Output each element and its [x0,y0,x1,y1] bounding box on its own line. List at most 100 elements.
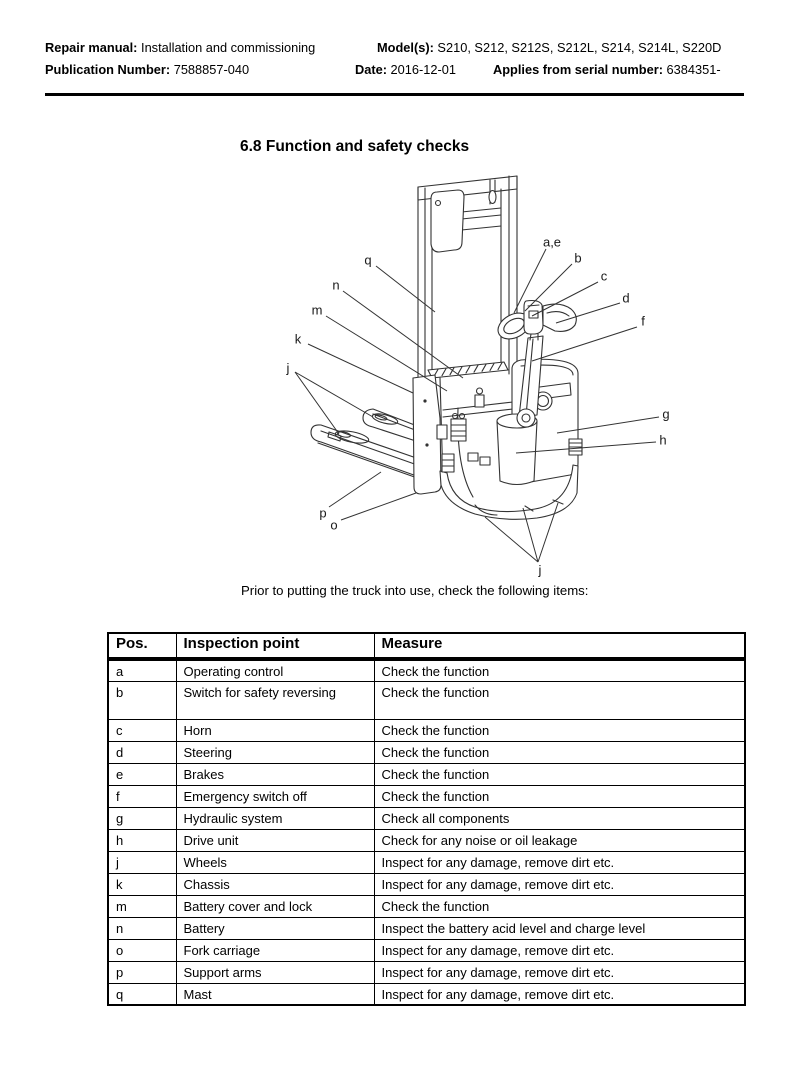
figure-label-o-13: o [330,517,338,533]
cell-point-d: Steering [175,740,375,764]
cell-point-n: Battery [175,916,375,940]
cell-measure-a: Check the function [373,658,746,682]
table-header-pos: Pos. [107,632,177,661]
header-models: Model(s): S210, S212, S212S, S212L, S214… [377,40,721,55]
cell-measure-m: Check the function [373,894,746,918]
cell-point-b: Switch for safety reversing [175,680,375,720]
cell-pos-j: j [107,850,177,874]
leader-lines [294,248,660,563]
models-value: S210, S212, S212S, S212L, S214, S214L, S… [433,40,722,55]
cell-point-q: Mast [175,982,375,1006]
cell-pos-n: n [107,916,177,940]
cell-point-g: Hydraulic system [175,806,375,830]
figure-label-q-7: q [364,252,372,268]
cell-pos-e: e [107,762,177,786]
cell-measure-b: Check the function [373,680,746,720]
cell-pos-p: p [107,960,177,984]
date-value: 2016-12-01 [387,62,457,77]
cell-measure-f: Check the function [373,784,746,808]
cell-point-k: Chassis [175,872,375,896]
figure-label-h-6: h [659,432,667,448]
figure-label-g-5: g [662,406,670,422]
header-serial: Applies from serial number: 6384351- [493,62,721,77]
cell-pos-a: a [107,658,177,682]
serial-value: 6384351- [662,62,721,77]
header-divider [45,93,744,96]
header-repair-manual: Repair manual: Installation and commissi… [45,40,315,55]
date-label: Date: [355,62,387,77]
cell-point-h: Drive unit [175,828,375,852]
header-date: Date: 2016-12-01 [355,62,456,77]
cell-measure-q: Inspect for any damage, remove dirt etc. [373,982,746,1006]
cell-point-c: Horn [175,718,375,742]
cell-measure-n: Inspect the battery acid level and charg… [373,916,746,940]
cell-measure-o: Inspect for any damage, remove dirt etc. [373,938,746,962]
figure-label-j-14: j [538,562,542,578]
serial-label: Applies from serial number: [493,62,663,77]
models-label: Model(s): [377,40,434,55]
cell-pos-h: h [107,828,177,852]
cell-measure-k: Inspect for any damage, remove dirt etc. [373,872,746,896]
header-publication: Publication Number: 7588857-040 [45,62,249,77]
cell-point-p: Support arms [175,960,375,984]
figure-label-k-10: k [294,331,302,347]
cell-pos-f: f [107,784,177,808]
cell-measure-e: Check the function [373,762,746,786]
cell-measure-c: Check the function [373,718,746,742]
figure-caption: Prior to putting the truck into use, che… [241,583,589,598]
cell-pos-c: c [107,718,177,742]
publication-label: Publication Number: [45,62,171,77]
figure-label-n-8: n [332,277,340,293]
cell-point-e: Brakes [175,762,375,786]
cell-point-a: Operating control [175,658,375,682]
cell-measure-j: Inspect for any damage, remove dirt etc. [373,850,746,874]
cell-point-j: Wheels [175,850,375,874]
figure-label-m-9: m [311,302,323,318]
cell-pos-d: d [107,740,177,764]
section-title: 6.8 Function and safety checks [240,138,470,155]
figure-label-p-12: p [319,505,327,521]
figure-label-d-3: d [622,290,630,306]
repair-manual-value: Installation and commissioning [137,40,316,55]
cell-measure-h: Check for any noise or oil leakage [373,828,746,852]
cell-point-o: Fork carriage [175,938,375,962]
table-header-inspection-point: Inspection point [175,632,375,661]
truck-diagram-drawing [294,175,660,563]
publication-value: 7588857-040 [170,62,250,77]
cell-point-m: Battery cover and lock [175,894,375,918]
cell-point-f: Emergency switch off [175,784,375,808]
table-header-measure: Measure [373,632,746,661]
cell-pos-q: q [107,982,177,1006]
figure-label-j-11: j [286,360,290,376]
cell-pos-g: g [107,806,177,830]
cell-measure-d: Check the function [373,740,746,764]
cell-pos-m: m [107,894,177,918]
cell-measure-p: Inspect for any damage, remove dirt etc. [373,960,746,984]
figure-label-f-4: f [641,313,645,329]
repair-manual-label: Repair manual: [45,40,138,55]
cell-pos-o: o [107,938,177,962]
cell-pos-k: k [107,872,177,896]
figure-label-c-2: c [600,268,608,284]
cell-measure-g: Check all components [373,806,746,830]
figure-label-ae-0: a,e [542,234,562,250]
